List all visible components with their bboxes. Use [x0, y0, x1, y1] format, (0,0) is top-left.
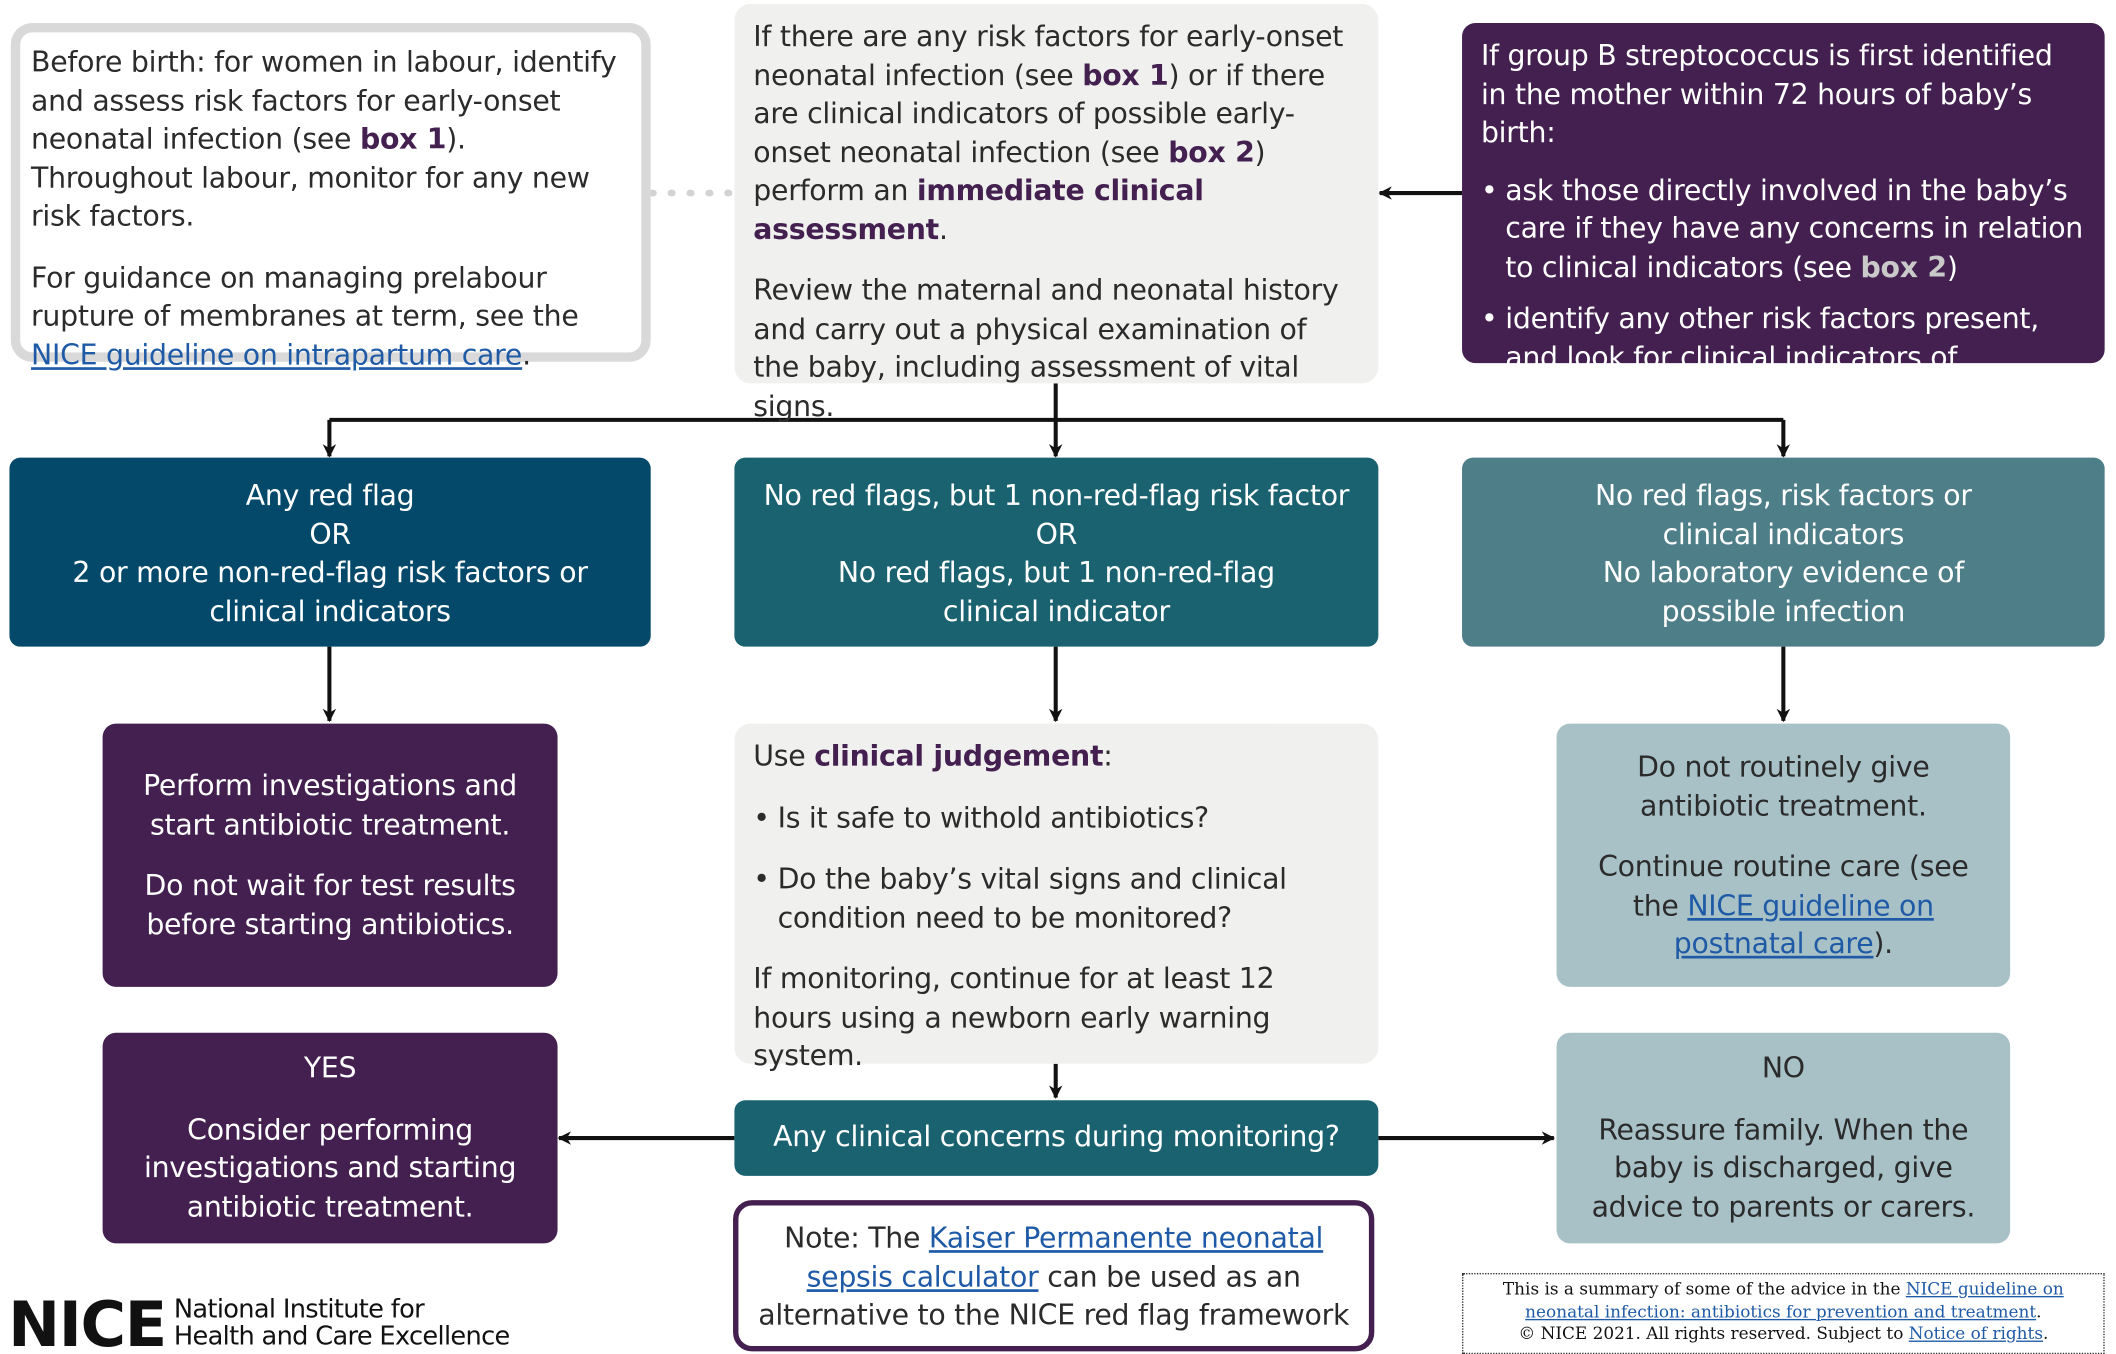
branch-single-risk-factor: No red flags, but 1 non-red-flag risk fa…	[734, 457, 1379, 647]
text-span: .	[938, 212, 948, 246]
before-birth-text: Before birth: for women in labour, ident…	[31, 43, 630, 236]
branch-line: No red flags, risk factors or clinical i…	[1594, 479, 1972, 551]
logo-line: Health and Care Excellence	[173, 1321, 510, 1348]
text-span: :	[1103, 739, 1113, 773]
no-text: Reassure family. When the baby is discha…	[1591, 1113, 1976, 1223]
withhold-question: Is it safe to withold antibiotics?	[753, 799, 1359, 838]
assessment-detail-text: Review the maternal and neonatal history…	[753, 274, 1339, 423]
gbs-bullet-risk-factors: identify any other risk factors present,…	[1481, 300, 2086, 416]
box2-ref: box 2	[1860, 250, 1948, 284]
yes-label: YES	[303, 1051, 357, 1085]
immediate-assessment-box: If there are any risk factors for early-…	[734, 4, 1379, 422]
immediate-assessment-emphasis: immediate clinical assessment	[753, 174, 1204, 246]
do-not-wait-text: Do not wait for test results before star…	[144, 869, 516, 941]
text-span: .	[522, 338, 531, 372]
text-span: Note: The	[784, 1221, 929, 1255]
assessment-trigger-text: If there are any risk factors for early-…	[753, 18, 1359, 249]
judgement-lead: Use clinical judgement:	[753, 737, 1359, 776]
copyright-footer: This is a summary of some of the advice …	[1462, 1273, 2105, 1354]
text-span: © NICE 2021. All rights reserved. Subjec…	[1518, 1323, 1909, 1344]
text-span: Before birth: for women in labour, ident…	[31, 45, 617, 156]
branch-line: No red flags, but 1 non-red-flag clinica…	[837, 556, 1275, 628]
branch-no-risk: No red flags, risk factors or clinical i…	[1462, 457, 2105, 647]
gbs-bullet-list: ask those directly involved in the baby’…	[1481, 171, 2086, 416]
box1-ref: box 1	[1082, 58, 1169, 92]
text-span: .	[2036, 1300, 2042, 1321]
text-span: Continue routine care (see the	[1598, 850, 1969, 922]
box2-ref: box 2	[1168, 135, 1255, 169]
text-span: .	[2042, 1323, 2049, 1344]
text-span: This is a summary of some of the advice …	[1502, 1278, 1906, 1299]
branch-line: No red flags, but 1 non-red-flag risk fa…	[763, 479, 1350, 512]
branch-or: OR	[1035, 517, 1078, 551]
branch-line: No laboratory evidence of possible infec…	[1602, 556, 1964, 628]
yes-text: Consider performing investigations and s…	[143, 1113, 517, 1223]
clinical-judgement-emphasis: clinical judgement	[814, 739, 1104, 773]
monitoring-question: Do the baby’s vital signs and clinical c…	[753, 860, 1359, 937]
group-b-strep-box: If group B streptococcus is first identi…	[1462, 22, 2105, 412]
prelabour-guidance-text: For guidance on managing prelabour ruptu…	[31, 259, 630, 375]
kaiser-note-box: Note: The Kaiser Permanente neonatal sep…	[733, 1200, 1375, 1352]
no-routine-antibiotics-text: Do not routinely give antibiotic treatme…	[1637, 750, 1930, 822]
text-span: If there are any risk factors for early-…	[753, 20, 1344, 92]
no-label: NO	[1761, 1051, 1805, 1085]
postnatal-care-link[interactable]: NICE guideline on postnatal care	[1673, 889, 1934, 961]
text-span: Use	[753, 739, 815, 773]
box1-ref: box 1	[359, 122, 447, 156]
neonatal-infection-guideline-link[interactable]: NICE guideline on neonatal infection: an…	[1525, 1278, 2064, 1321]
text-span: can be used as an alternative to the NIC…	[758, 1260, 1350, 1332]
branch-line: Any red flag	[245, 479, 415, 512]
notice-of-rights-link[interactable]: Notice of rights	[1908, 1323, 2043, 1344]
question-text: Any clinical concerns during monitoring?	[773, 1120, 1340, 1153]
gbs-intro: If group B streptococcus is first identi…	[1480, 39, 2053, 149]
text-span: ) perform an	[753, 135, 1266, 207]
kaiser-calculator-link[interactable]: Kaiser Permanente neonatal sepsis calcul…	[806, 1221, 1324, 1293]
yes-outcome-box: YES Consider performing investigations a…	[102, 1032, 558, 1244]
start-antibiotics-text: Perform investigations and start antibio…	[143, 769, 518, 841]
logo-line: National Institute for	[173, 1294, 425, 1325]
start-antibiotics-box: Perform investigations and start antibio…	[102, 723, 558, 987]
routine-care-text: Continue routine care (see the NICE guid…	[1573, 848, 1994, 964]
intrapartum-care-link[interactable]: NICE guideline on intrapartum care	[31, 338, 523, 372]
no-outcome-box: NO Reassure family. When the baby is dis…	[1556, 1032, 2011, 1244]
text-span: ).	[1873, 927, 1893, 961]
no-antibiotics-box: Do not routinely give antibiotic treatme…	[1556, 723, 2011, 987]
judgement-questions: Is it safe to withold antibiotics? Do th…	[753, 799, 1359, 938]
clinical-judgement-box: Use clinical judgement: Is it safe to wi…	[734, 723, 1379, 1072]
logo-mark: NICE	[8, 1293, 167, 1348]
gbs-bullet-concerns: ask those directly involved in the baby’…	[1481, 171, 2086, 287]
branch-or: OR	[309, 517, 351, 551]
text-span: )	[1946, 250, 1958, 284]
before-birth-box: Before birth: for women in labour, ident…	[10, 22, 651, 371]
text-span: For guidance on managing prelabour ruptu…	[31, 261, 579, 333]
monitoring-concerns-question: Any clinical concerns during monitoring?	[734, 1100, 1379, 1176]
branch-line: 2 or more non-red-flag risk factors or c…	[72, 556, 588, 628]
text-span: ask those directly involved in the baby’…	[1505, 173, 2083, 284]
monitoring-duration-text: If monitoring, continue for at least 12 …	[753, 962, 1275, 1073]
text-span: ). Throughout labour, monitor for any ne…	[31, 122, 590, 233]
branch-red-flag: Any red flag OR 2 or more non-red-flag r…	[9, 457, 651, 647]
text-span: ) or if there are clinical indicators of…	[753, 58, 1325, 169]
